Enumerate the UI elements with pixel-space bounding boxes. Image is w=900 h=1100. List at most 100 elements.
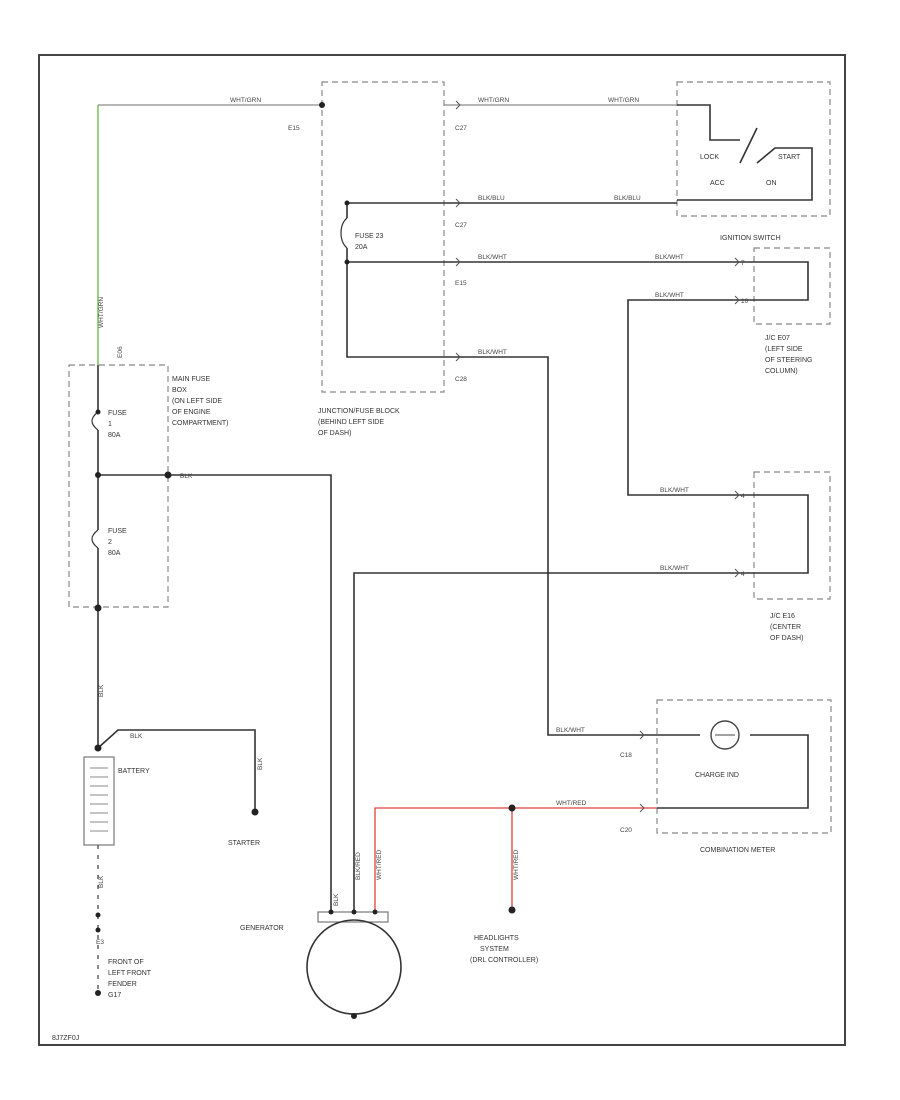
wire-lbl-wht-red-3: WHT/RED (513, 849, 520, 880)
mfb-label-1: MAIN FUSE (172, 376, 210, 383)
wire-lbl-wht-red-2: WHT/RED (376, 849, 383, 880)
mfb-label-4: OF ENGINE (172, 409, 211, 416)
generator-label: GENERATOR (240, 925, 284, 932)
ground-label-4: G17 (108, 992, 121, 999)
conn-c27a: C27 (455, 125, 467, 132)
wire-lbl-blk-blu-2: BLK/BLU (614, 195, 641, 202)
fuse2-label-3: 80A (108, 550, 121, 557)
mfb-label-5: COMPARTMENT) (172, 420, 229, 427)
ground-label-1: FRONT OF (108, 959, 144, 966)
jc-e07-box (753, 247, 831, 325)
ignition-on-wire (677, 147, 813, 201)
wire-lbl-gen-blk: BLK (333, 893, 340, 906)
conn-c28: C28 (455, 376, 467, 383)
headlights-label-3: (DRL CONTROLLER) (470, 957, 538, 964)
conn-e15: E15 (288, 125, 300, 132)
fuse1-label-2: 1 (108, 421, 112, 428)
wire-lbl-wht-grn-1: WHT/GRN (230, 97, 261, 104)
wire-lbl-blk-wht-4: BLK/WHT (478, 349, 507, 356)
jc-e16-label-2: (CENTER (770, 624, 801, 631)
wire-lbl-wht-grn-3: WHT/GRN (608, 97, 639, 104)
ignition-switch-box (676, 81, 831, 217)
battery-symbol (83, 756, 115, 846)
headlights-label-1: HEADLIGHTS (474, 935, 519, 942)
conn-e3: E3 (96, 939, 104, 946)
wire-lbl-blk-wht-2: BLK/WHT (655, 254, 684, 261)
conn-c27b: C27 (455, 222, 467, 229)
wire-lbl-blk-wht-5: BLK/WHT (660, 487, 689, 494)
jc-e16-bridge (754, 494, 809, 574)
headlights-label-2: SYSTEM (480, 946, 509, 953)
wire-lbl-blk-wht-3: BLK/WHT (655, 292, 684, 299)
wire-lbl-wht-grn-vert: WHT/GRN (98, 297, 105, 328)
ign-lock-label: LOCK (700, 154, 719, 161)
wire-lbl-blk-3: BLK (98, 684, 105, 697)
jfb-label-3: OF DASH) (318, 430, 351, 437)
wire-lbl-blk-blu-1: BLK/BLU (478, 195, 505, 202)
wire-lbl-blk-wht-meter: BLK/WHT (556, 727, 585, 734)
fuse2-symbol (91, 529, 99, 549)
ignition-feed-wire (677, 104, 740, 141)
conn-c20: C20 (620, 827, 632, 834)
blk-wht-wire-2 (627, 299, 754, 496)
ign-start-label: START (778, 154, 801, 161)
fuse23-label-2: 20A (355, 244, 368, 251)
ign-acc-label: ACC (710, 180, 725, 187)
fuse1-label-3: 80A (108, 432, 121, 439)
mfb-label-3: (ON LEFT SIDE (172, 398, 222, 405)
junction-fuse-block-box (321, 81, 445, 393)
jfb-label-1: JUNCTION/FUSE BLOCK (318, 408, 400, 415)
conn-pin-7: 7 (741, 260, 745, 267)
ignition-switch-blade (739, 127, 758, 164)
wire-lbl-blk-2: BLK (130, 733, 143, 740)
fuse1-symbol (91, 411, 99, 431)
conn-c18: C18 (620, 752, 632, 759)
mfb-label-2: BOX (172, 387, 187, 394)
combination-meter-label: COMBINATION METER (700, 847, 775, 854)
jc-e16-box (753, 471, 831, 600)
wire-lbl-starter-blk: BLK (257, 757, 264, 770)
conn-pin-10: 10 (741, 298, 749, 305)
meter-out-wire (657, 734, 809, 809)
wire-lbl-blk-wht-6: BLK/WHT (660, 565, 689, 572)
wire-lbl-blk-1: BLK (180, 473, 193, 480)
generator-symbol (306, 919, 402, 1015)
fuse2-label-2: 2 (108, 539, 112, 546)
ign-on-label: ON (766, 180, 777, 187)
ground-label-2: LEFT FRONT (108, 970, 152, 977)
conn-pin-4b: 4 (741, 571, 745, 578)
blk-gen-wire (168, 474, 332, 912)
fuse23-symbol (340, 217, 348, 249)
starter-wire (97, 729, 256, 812)
jc-e07-label-1: J/C E07 (765, 335, 790, 342)
wire-lbl-blk-wht-1: BLK/WHT (478, 254, 507, 261)
jc-e07-bridge (754, 261, 809, 301)
jc-e07-label-3: OF STEERING (765, 357, 812, 364)
jc-e07-label-4: COLUMN) (765, 368, 798, 375)
combination-meter-box (656, 699, 832, 834)
battery-label: BATTERY (118, 768, 150, 775)
jc-e16-label-3: OF DASH) (770, 635, 803, 642)
diagram-frame (38, 54, 846, 1046)
wht-red-wire-2 (374, 807, 512, 912)
jfb-label-2: (BEHIND LEFT SIDE (318, 419, 384, 426)
blk-wht-generator-wire (353, 572, 754, 912)
wire-lbl-wht-red-1: WHT/RED (556, 800, 587, 807)
wire-lbl-wht-grn-2: WHT/GRN (478, 97, 509, 104)
ground-label-3: FENDER (108, 981, 137, 988)
fuse2-label-1: FUSE (108, 528, 127, 535)
charge-lamp-symbol (710, 720, 740, 750)
conn-e15b: E15 (455, 280, 467, 287)
fuse23-in-wire (346, 202, 444, 218)
fuse-block-internal-wire (346, 262, 444, 358)
ignition-switch-label: IGNITION SWITCH (720, 235, 781, 242)
conn-pin-4a: 4 (741, 493, 745, 500)
blk-wht-wire-3 (444, 356, 657, 736)
fuse23-label-1: FUSE 23 (355, 233, 384, 240)
diagram-id: 8J7ZF0J (52, 1035, 79, 1042)
wire-lbl-blk-red-1: BLK/RED (355, 852, 362, 880)
main-fuse-box-box (68, 364, 169, 608)
jc-e16-label-1: J/C E16 (770, 613, 795, 620)
charge-ind-label: CHARGE IND (695, 772, 739, 779)
